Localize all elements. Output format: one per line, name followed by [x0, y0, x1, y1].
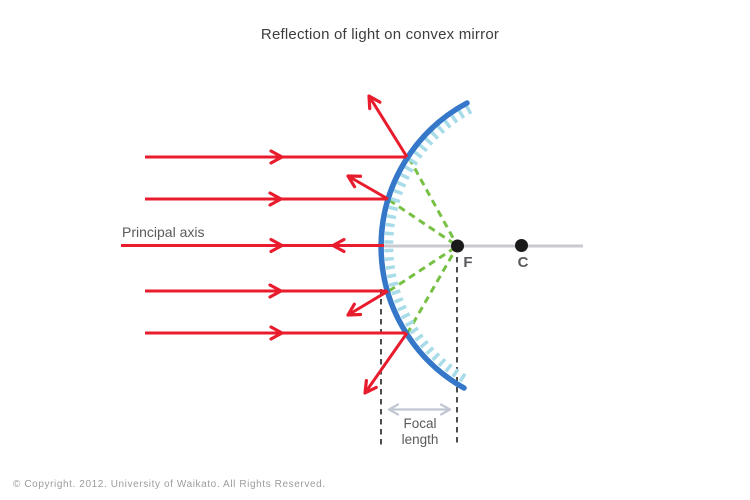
focal-point-dot	[451, 239, 464, 253]
mirror-hatching	[384, 105, 473, 385]
diagram-title: Reflection of light on convex mirror	[260, 26, 500, 43]
reflected-ray-5	[363, 332, 409, 395]
incident-ray-group	[121, 149, 406, 341]
virtual-ray-1	[407, 157, 459, 247]
virtual-ray-2	[388, 198, 459, 248]
virtual-ray-group	[388, 157, 459, 335]
focal-point-label: F	[463, 254, 472, 271]
center-of-curvature-label: C	[518, 254, 529, 271]
reflected-ray-4	[346, 289, 389, 317]
virtual-ray-4	[405, 245, 459, 335]
focal-length-label-line1: Focal	[403, 416, 436, 431]
virtual-ray-3	[388, 244, 459, 293]
reflected-ray-1	[367, 94, 409, 158]
copyright-notice: © Copyright. 2012. University of Waikato…	[13, 479, 326, 490]
reflected-ray-group	[331, 94, 409, 395]
principal-axis-label: Principal axis	[122, 224, 204, 240]
focal-length-label-line2: length	[402, 432, 439, 447]
center-of-curvature-dot	[515, 239, 528, 252]
reflected-ray-2	[346, 174, 389, 201]
